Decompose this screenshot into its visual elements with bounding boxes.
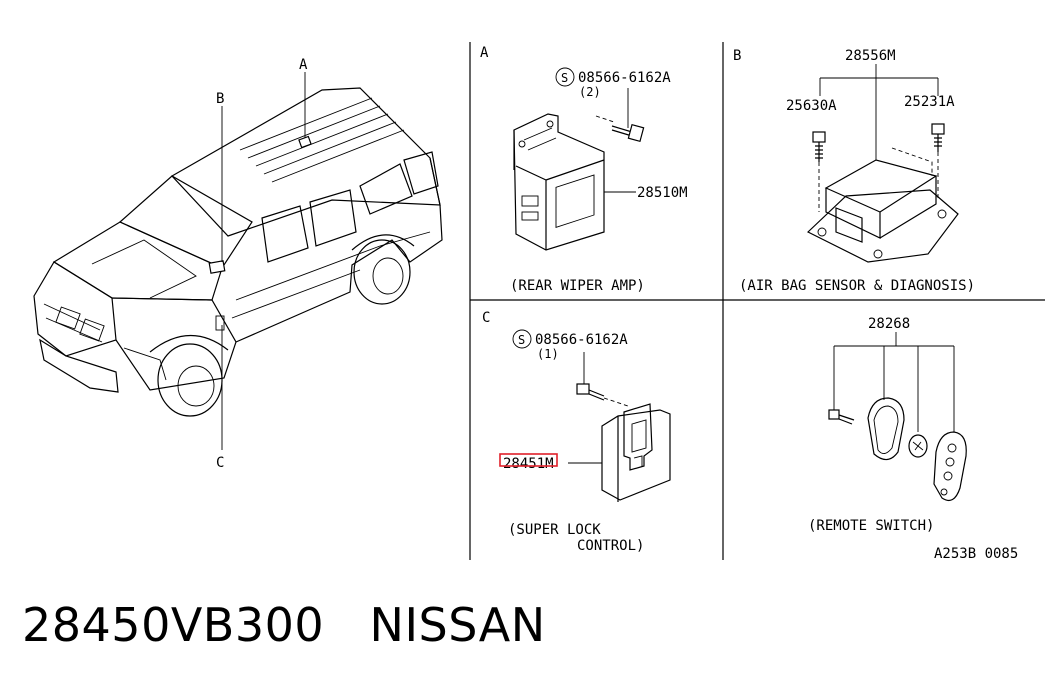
- callout-c-label: C: [216, 455, 224, 471]
- drawing-reference: A253B 0085: [934, 546, 1018, 562]
- air-bag-sensor-icon: [806, 147, 959, 263]
- panel-a-bolt-part: 08566-6162A: [578, 70, 671, 86]
- panel-a-bolt-qty: (2): [579, 85, 601, 99]
- button-icon: [908, 434, 928, 458]
- panel-b-caption: (AIR BAG SENSOR & DIAGNOSIS): [739, 278, 975, 294]
- panel-c-letter: C: [482, 310, 490, 326]
- callout-a-label: A: [299, 57, 308, 73]
- bolt-left-icon: [812, 131, 826, 162]
- panel-c-bolt-symbol: S: [518, 333, 525, 347]
- vehicle-callouts: A B C: [216, 57, 308, 471]
- remote-key-icon: [933, 431, 967, 501]
- part-footer: 28450VB300 NISSAN: [22, 598, 546, 652]
- panel-c-bolt-qty: (1): [537, 347, 559, 361]
- screw-icon: [828, 409, 855, 425]
- bolt-right-icon: [931, 123, 945, 152]
- service-part-symbol-icon: [555, 67, 575, 87]
- panel-b-letter: B: [733, 48, 741, 64]
- panel-c: C S 08566-6162A (1) 28451M (SUPER LOCK C…: [482, 310, 671, 554]
- panel-a-bolt-symbol: S: [561, 71, 568, 85]
- vehicle-illustration: [33, 87, 443, 417]
- panel-grid: [469, 42, 1045, 560]
- panel-d: 28268 (REMOTE SWITCH) A253B 0085: [808, 316, 1018, 562]
- service-part-symbol-c-icon: [512, 329, 532, 349]
- panel-c-bolt-part: 08566-6162A: [535, 332, 628, 348]
- footer-part-number: 28450VB300: [22, 598, 325, 652]
- rear-wiper-amp-icon: [513, 113, 605, 251]
- panel-b-part-top: 28556M: [845, 48, 896, 64]
- panel-b-bolt-left: 25630A: [786, 98, 837, 114]
- panel-a: A S 08566-6162A (2) 28510M (REAR WIPER A…: [480, 45, 688, 294]
- bolt-c-icon: [576, 383, 605, 401]
- panel-c-caption-line2: CONTROL): [577, 538, 644, 554]
- panel-c-part: 28451M: [503, 456, 554, 472]
- key-fob-case-icon: [867, 397, 905, 461]
- panel-d-caption: (REMOTE SWITCH): [808, 518, 934, 534]
- panel-b-bolt-right: 25231A: [904, 94, 955, 110]
- panel-a-caption: (REAR WIPER AMP): [510, 278, 645, 294]
- super-lock-control-icon: [601, 403, 671, 502]
- panel-c-caption-line1: (SUPER LOCK: [508, 522, 601, 538]
- panel-b: B 28556M 25630A 25231A (AIR BAG SENSOR &…: [733, 48, 975, 294]
- callout-b-label: B: [216, 91, 224, 107]
- panel-a-letter: A: [480, 45, 489, 61]
- panel-a-part: 28510M: [637, 185, 688, 201]
- bolt-icon: [611, 123, 645, 143]
- panel-d-part: 28268: [868, 316, 910, 332]
- highlighted-part-box: [499, 453, 558, 467]
- footer-brand: NISSAN: [369, 598, 546, 652]
